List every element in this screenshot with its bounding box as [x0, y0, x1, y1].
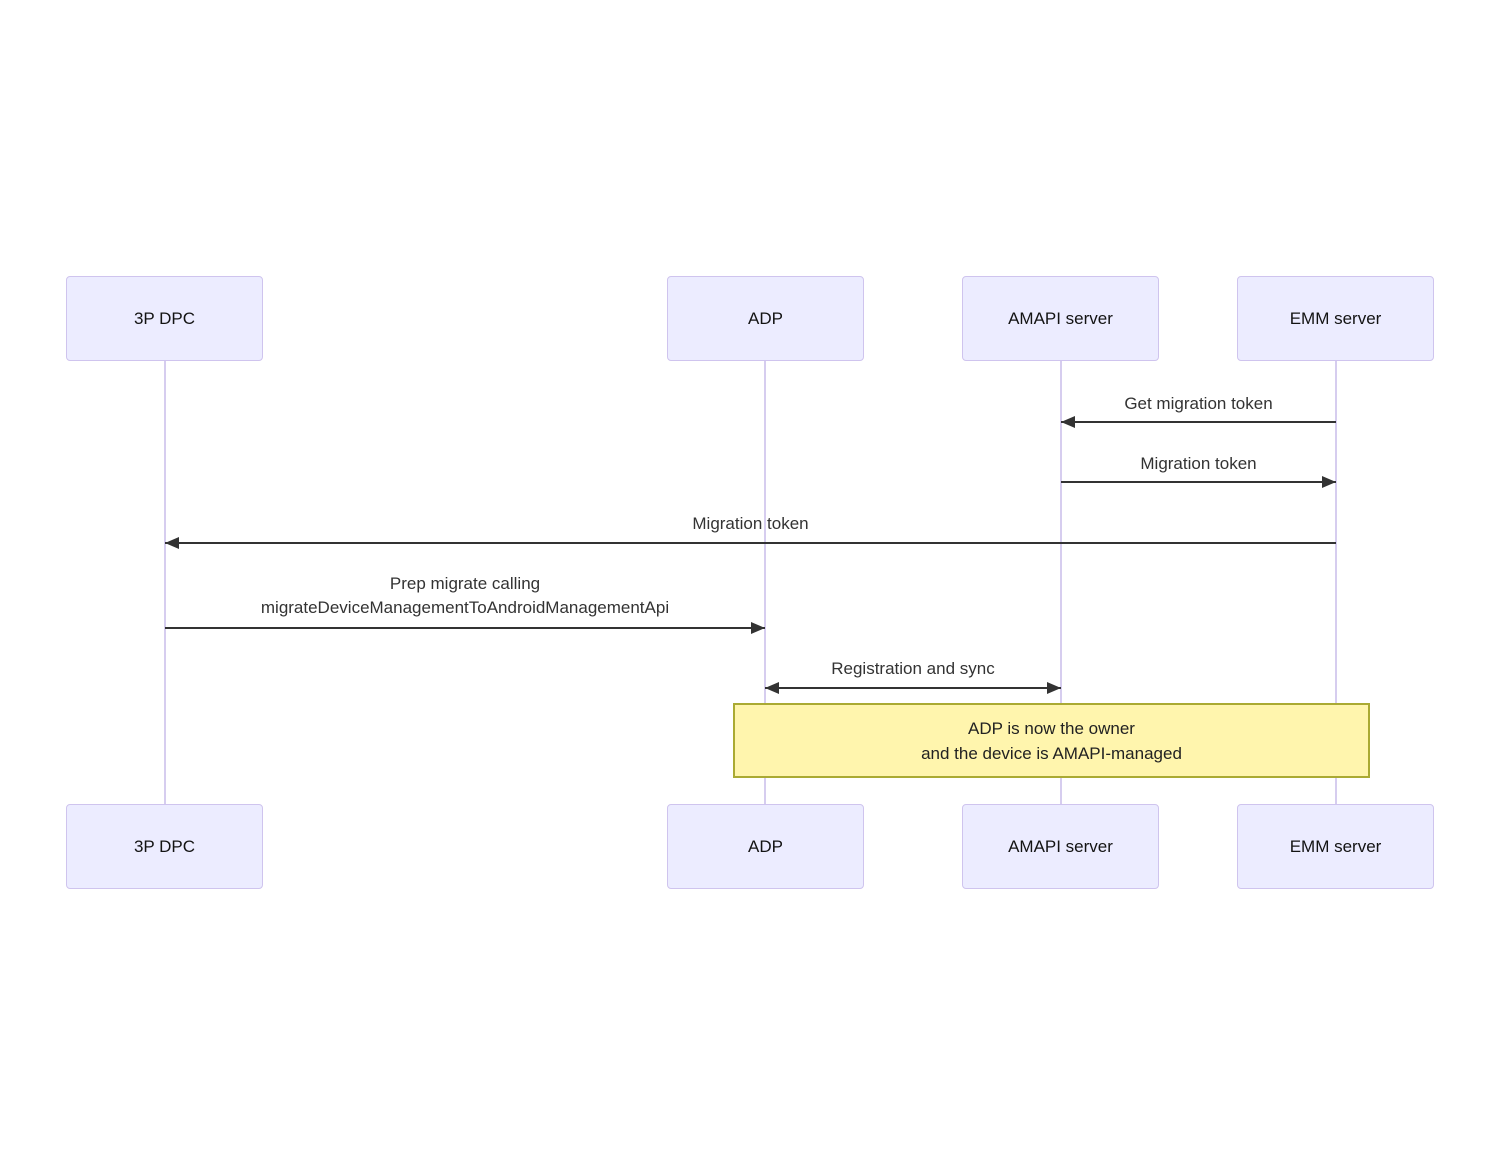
message-1-line — [1061, 421, 1336, 423]
actor-bottom-adp: ADP — [667, 804, 864, 889]
message-4-label: Prep migrate calling migrateDeviceManage… — [165, 572, 765, 620]
message-3-arrowhead-left — [165, 537, 179, 549]
message-5-arrowhead-right — [1047, 682, 1061, 694]
message-5-label: Registration and sync — [831, 659, 995, 678]
message-1-label: Get migration token — [1124, 394, 1273, 413]
actor-top-adp: ADP — [667, 276, 864, 361]
actor-bottom-3p-dpc: 3P DPC — [66, 804, 263, 889]
message-4-label-line-2: migrateDeviceManagementToAndroidManageme… — [260, 598, 670, 617]
message-4-label-line-1: Prep migrate calling — [389, 574, 541, 593]
message-4-arrowhead-right — [751, 622, 765, 634]
message-3-line — [165, 542, 1336, 544]
actor-bottom-amapi-server: AMAPI server — [962, 804, 1159, 889]
message-4-line — [165, 627, 765, 629]
actor-top-3p-dpc: 3P DPC — [66, 276, 263, 361]
message-2-arrowhead-right — [1322, 476, 1336, 488]
actor-top-amapi-server: AMAPI server — [962, 276, 1159, 361]
lifeline-amapi-server — [1060, 361, 1062, 804]
message-2-line — [1061, 481, 1336, 483]
message-5-line — [765, 687, 1061, 689]
actor-bottom-emm-server: EMM server — [1237, 804, 1434, 889]
message-1-arrowhead-left — [1061, 416, 1075, 428]
lifeline-3p-dpc — [164, 361, 166, 804]
message-2-label: Migration token — [1140, 454, 1257, 473]
note-box: ADP is now the owner and the device is A… — [733, 703, 1370, 778]
lifeline-emm-server — [1335, 361, 1337, 804]
actor-top-emm-server: EMM server — [1237, 276, 1434, 361]
lifeline-adp — [764, 361, 766, 804]
note-line-2: and the device is AMAPI-managed — [921, 744, 1182, 763]
message-5-arrowhead-left — [765, 682, 779, 694]
note-line-1: ADP is now the owner — [968, 719, 1135, 738]
message-3-label: Migration token — [692, 514, 809, 533]
